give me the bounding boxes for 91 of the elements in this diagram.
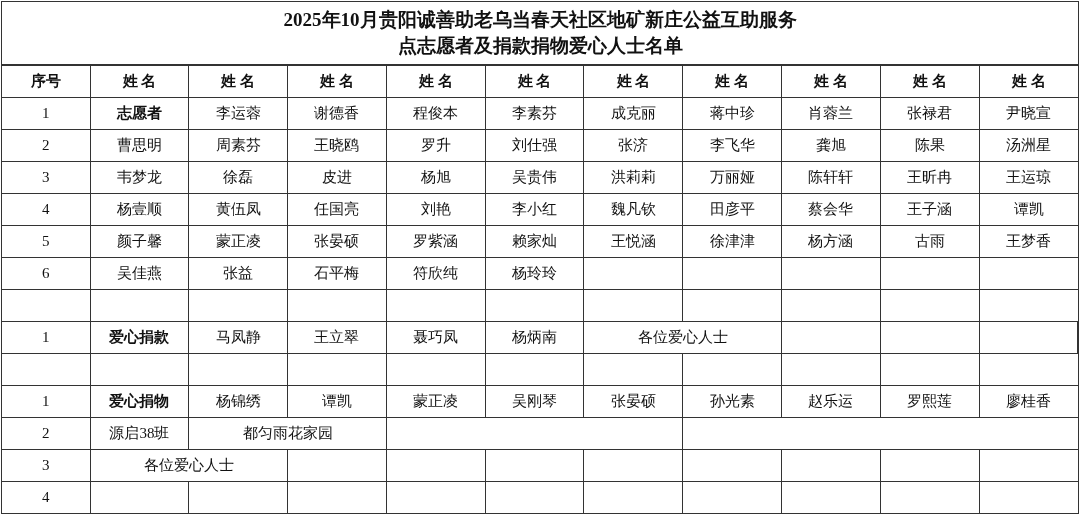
person-name: 李飞华 [682,129,782,162]
category-label: 爱心捐物 [90,385,189,418]
column-header: 序号 [2,65,90,98]
category-label: 爱心捐款 [90,321,189,354]
person-name: 赖家灿 [485,225,584,258]
row-number: 4 [2,193,90,226]
row-number: 3 [2,161,90,194]
person-name: 蒙正凌 [386,385,486,418]
person-name: 吴贵伟 [485,161,584,194]
column-header: 姓 名 [188,65,288,98]
column-header: 姓 名 [90,65,189,98]
person-name: 王昕冉 [880,161,980,194]
person-name: 陈果 [880,129,980,162]
person-name: 杨玲玲 [485,257,584,290]
column-header: 姓 名 [485,65,584,98]
person-name: 张晏硕 [584,385,683,418]
person-name: 李小红 [485,193,584,226]
person-name: 黄伍凤 [188,193,288,226]
donor-name: 各位爱心人士 [90,449,288,482]
column-header: 姓 名 [682,65,782,98]
person-name: 徐津津 [682,225,782,258]
person-name: 王子涵 [880,193,980,226]
row-number: 2 [2,129,90,162]
category-label: 志愿者 [90,97,189,130]
person-name: 符欣纯 [386,257,486,290]
person-name: 程俊本 [386,97,486,130]
person-name: 罗熙莲 [880,385,980,418]
donor-name: 各位爱心人士 [584,321,782,354]
row-number: 1 [2,385,90,418]
donor-name: 都匀雨花家园 [188,417,387,450]
person-name: 杨方涵 [781,225,881,258]
row-number: 4 [2,481,90,513]
person-name: 徐磊 [188,161,288,194]
column-header: 姓 名 [880,65,980,98]
person-name: 李运蓉 [188,97,288,130]
row-number: 2 [2,417,90,450]
person-name: 李素芬 [485,97,584,130]
person-name: 吴佳燕 [90,257,189,290]
row-number: 3 [2,449,90,482]
person-name: 张晏硕 [287,225,387,258]
person-name: 王立翠 [287,321,387,354]
person-name: 曹思明 [90,129,189,162]
person-name: 谢德香 [287,97,387,130]
row-number: 6 [2,257,90,290]
person-name: 吴刚琴 [485,385,584,418]
person-name: 陈轩轩 [781,161,881,194]
person-name: 孙光素 [682,385,782,418]
donor-name: 源启38班 [90,417,189,450]
person-name: 龚旭 [781,129,881,162]
person-name: 赵乐运 [781,385,881,418]
person-name: 杨锦绣 [188,385,288,418]
person-name: 韦梦龙 [90,161,189,194]
person-name: 田彦平 [682,193,782,226]
person-name: 王晓鸥 [287,129,387,162]
person-name: 皮进 [287,161,387,194]
person-name: 张益 [188,257,288,290]
person-name: 成克丽 [584,97,683,130]
row-number: 5 [2,225,90,258]
person-name: 蒋中珍 [682,97,782,130]
person-name: 洪莉莉 [584,161,683,194]
person-name: 周素芬 [188,129,288,162]
person-name: 杨壹顺 [90,193,189,226]
person-name: 石平梅 [287,257,387,290]
person-name: 王悦涵 [584,225,683,258]
person-name: 蒙正凌 [188,225,288,258]
person-name: 杨旭 [386,161,486,194]
person-name: 罗紫涵 [386,225,486,258]
person-name: 聂巧凤 [386,321,486,354]
person-name: 谭凯 [287,385,387,418]
table-title: 2025年10月贵阳诚善助老乌当春天社区地矿新庄公益互助服务点志愿者及捐款捐物爱心人士名单 [282,8,798,58]
column-header: 姓 名 [287,65,387,98]
person-name: 罗升 [386,129,486,162]
person-name: 肖蓉兰 [781,97,881,130]
person-name: 张禄君 [880,97,980,130]
column-header: 姓 名 [584,65,683,98]
person-name: 张济 [584,129,683,162]
person-name: 马凤静 [188,321,288,354]
person-name: 刘艳 [386,193,486,226]
person-name: 颜子馨 [90,225,189,258]
row-number: 1 [2,321,90,354]
person-name: 任国亮 [287,193,387,226]
person-name: 万丽娅 [682,161,782,194]
person-name: 魏凡钦 [584,193,683,226]
person-name: 杨炳南 [485,321,584,354]
person-name: 古雨 [880,225,980,258]
column-header: 姓 名 [781,65,881,98]
person-name: 蔡会华 [781,193,881,226]
person-name: 刘仕强 [485,129,584,162]
column-header: 姓 名 [979,65,1078,98]
row-number: 1 [2,97,90,130]
column-header: 姓 名 [386,65,486,98]
